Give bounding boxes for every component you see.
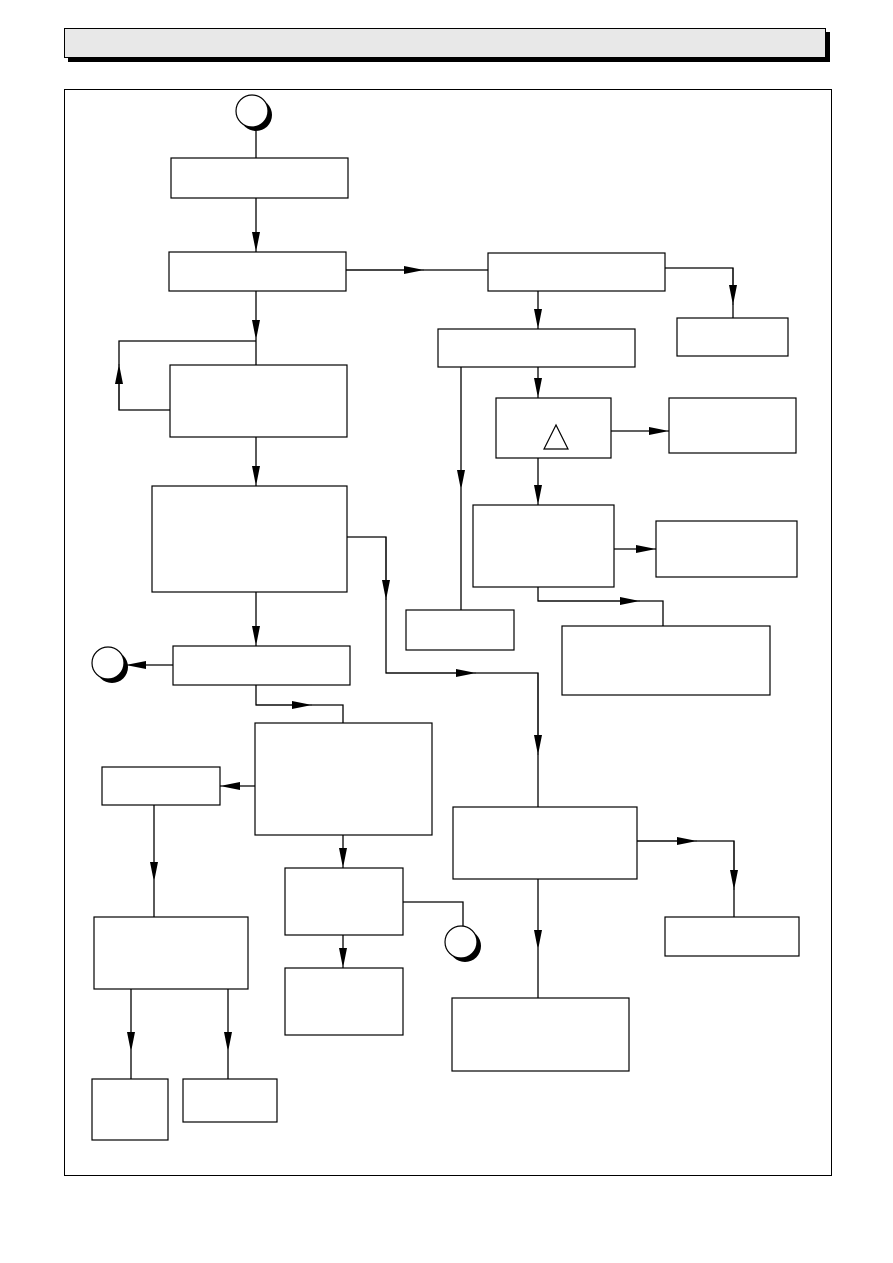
line-b18-b21 (537, 587, 664, 626)
box-b6 (254, 722, 433, 836)
box-b9 (91, 1078, 169, 1141)
box-b10 (182, 1078, 278, 1123)
line-b13-b14 (665, 267, 734, 318)
exit-left-connector (91, 646, 128, 683)
start-connector (235, 94, 272, 131)
box-b12 (284, 967, 404, 1036)
header-bar (64, 28, 826, 58)
box-b1 (170, 157, 349, 199)
box-b13 (487, 252, 666, 292)
warning-triangle-icon (543, 423, 569, 450)
box-b11 (284, 867, 404, 936)
box-b19 (655, 520, 798, 578)
line-b22-b23 (637, 840, 735, 917)
box-b2 (168, 251, 347, 292)
exit-bottom-connector (444, 925, 481, 962)
line-b5-b6 (255, 685, 344, 723)
diagram-frame (64, 89, 832, 1176)
box-b7 (101, 766, 221, 806)
box-b4 (151, 485, 348, 593)
box-b8 (93, 916, 249, 990)
box-b14 (676, 317, 789, 357)
box-b20 (405, 609, 515, 651)
box-b17 (668, 397, 797, 454)
box-b3 (169, 364, 348, 438)
box-b5 (172, 645, 351, 686)
box-b24 (451, 997, 630, 1072)
box-b18 (472, 504, 615, 588)
box-b23 (664, 916, 800, 957)
box-b15 (437, 328, 636, 368)
line-b11-exit (403, 901, 464, 926)
box-b22 (452, 806, 638, 880)
box-b21 (561, 625, 771, 696)
